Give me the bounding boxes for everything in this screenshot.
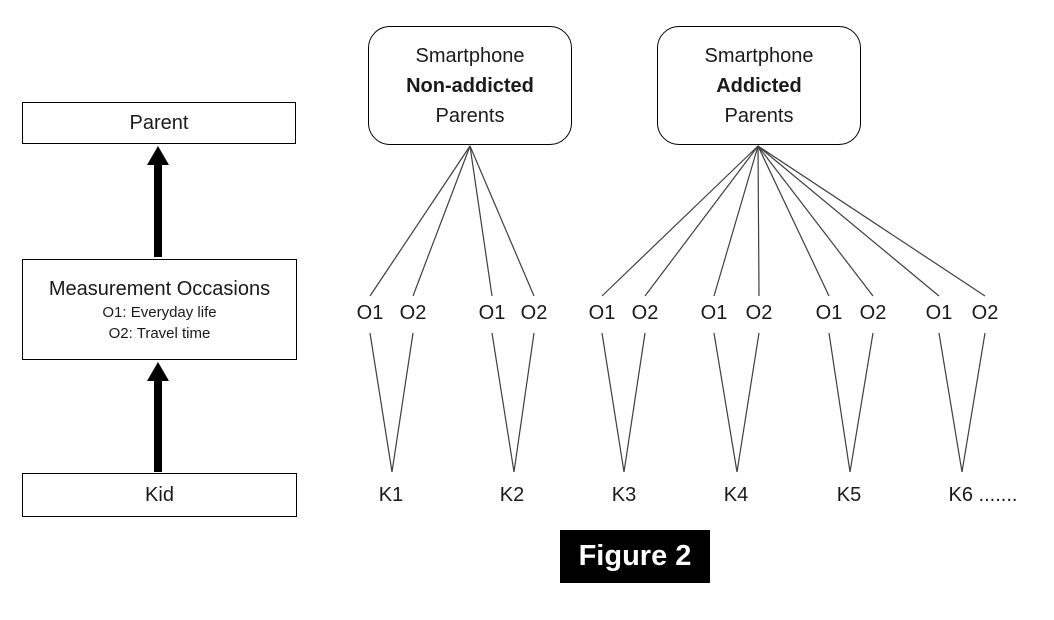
fan-line-addicted [601, 145, 759, 297]
occasion-label-k2-o1: O1 [478, 302, 506, 324]
occasion-label-k1-o2: O2 [399, 302, 427, 324]
kid-label-k6: K6 ....... [948, 484, 1018, 506]
fan-line-nonaddicted [412, 145, 471, 297]
occasion-label-k5-o1: O1 [815, 302, 843, 324]
occasion-to-kid-line-k5 [828, 332, 851, 473]
occasion-to-kid-line-k6 [938, 332, 963, 473]
occasion-label-k2-o2: O2 [520, 302, 548, 324]
fan-line-nonaddicted [369, 145, 471, 297]
occasion-label-k4-o2: O2 [745, 302, 773, 324]
occasion-label-k6-o1: O1 [925, 302, 953, 324]
fan-line-addicted [757, 145, 874, 297]
parent-level-label: Parent [129, 111, 189, 134]
occasion-label-k3-o1: O1 [588, 302, 616, 324]
occasion-label-k3-o2: O2 [631, 302, 659, 324]
arrow-measurement-to-parent-head [147, 146, 169, 165]
group-line2: Non-addicted [406, 74, 534, 97]
occasion-label-k1-o1: O1 [356, 302, 384, 324]
occasion-label-k5-o2: O2 [859, 302, 887, 324]
occasion-to-kid-line-k6 [961, 332, 986, 473]
occasion-to-kid-line-k2 [491, 332, 515, 473]
fan-line-addicted [713, 145, 759, 297]
group-line1: Smartphone [415, 44, 525, 67]
kid-label-k5: K5 [836, 484, 862, 506]
occasion-to-kid-line-k3 [601, 332, 625, 473]
group-line1: Smartphone [704, 44, 814, 67]
group-line2: Addicted [716, 74, 802, 97]
smartphone-non-addicted-parents-box: Smartphone Non-addicted Parents [368, 26, 572, 145]
kid-level-label: Kid [145, 483, 174, 506]
fan-line-addicted [644, 145, 759, 297]
kid-label-k4: K4 [723, 484, 749, 506]
occasion-to-kid-line-k1 [369, 332, 393, 473]
occasion-to-kid-line-k4 [736, 332, 760, 473]
occasion-label-k4-o1: O1 [700, 302, 728, 324]
occasion-to-kid-line-k2 [513, 332, 535, 473]
kid-level-box: Kid [22, 473, 297, 517]
arrow-kid-to-measurement-head [147, 362, 169, 381]
group-line3: Parents [435, 104, 505, 127]
measurement-occasions-title: Measurement Occasions [48, 277, 271, 300]
figure-caption: Figure 2 [560, 530, 710, 583]
parent-level-box: Parent [22, 102, 296, 144]
measurement-occasions-box: Measurement Occasions O1: Everyday life … [22, 259, 297, 360]
fan-line-addicted [757, 145, 986, 297]
occasion-to-kid-line-k1 [391, 332, 414, 473]
fan-line-addicted [757, 145, 830, 297]
figure-caption-text: Figure 2 [578, 540, 692, 572]
occasion-label-k6-o2: O2 [971, 302, 999, 324]
smartphone-addicted-parents-box: Smartphone Addicted Parents [657, 26, 861, 145]
measurement-o2-description: O2: Travel time [108, 324, 211, 342]
kid-label-k3: K3 [611, 484, 637, 506]
kid-label-k1: K1 [378, 484, 404, 506]
kid-label-k2: K2 [499, 484, 525, 506]
measurement-o1-description: O1: Everyday life [102, 303, 217, 321]
occasion-to-kid-line-k5 [849, 332, 874, 473]
occasion-to-kid-line-k4 [713, 332, 738, 473]
fan-line-nonaddicted [469, 145, 535, 297]
fan-line-addicted [757, 145, 760, 297]
fan-line-nonaddicted [469, 145, 493, 297]
group-line3: Parents [724, 104, 794, 127]
occasion-to-kid-line-k3 [623, 332, 646, 473]
fan-line-addicted [757, 145, 940, 297]
